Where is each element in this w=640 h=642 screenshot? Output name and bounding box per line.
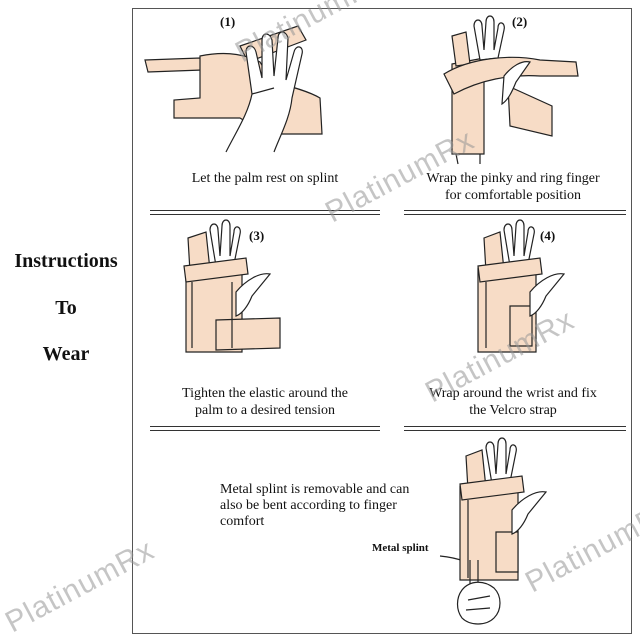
step-3-caption-line2: palm to a desired tension (195, 403, 335, 418)
divider-row1-right (404, 210, 626, 215)
step-1-illustration (144, 25, 323, 153)
step-4-caption-line2: the Velcro strap (469, 403, 557, 418)
step-2-number: (2) (512, 14, 528, 29)
instruction-frame (132, 8, 632, 634)
step-4-caption-line1: Wrap around the wrist and fix (429, 386, 597, 401)
divider-row2-right (404, 426, 626, 431)
divider-row2-left (150, 426, 380, 431)
step-4-number: (4) (540, 228, 556, 243)
step-3-number: (3) (249, 228, 265, 243)
title-to: To (55, 297, 77, 319)
step-2-caption-line2: for comfortable position (444, 188, 582, 203)
note-line1: Metal splint is removable and can (220, 482, 410, 497)
step-1-number: (1) (220, 14, 236, 29)
metal-splint-illustration (439, 437, 548, 625)
step-3-caption-line1: Tighten the elastic around the (182, 386, 348, 401)
step-2-caption-line1: Wrap the pinky and ring finger (426, 171, 600, 186)
title-wear: Wear (42, 343, 90, 365)
title-instructions: Instructions (14, 250, 118, 272)
note-line3: comfort (220, 514, 265, 529)
step-4-caption: Wrap around the wrist and fix the Velcro… (398, 385, 628, 419)
step-2-caption: Wrap the pinky and ring finger for comfo… (398, 170, 628, 204)
note-line2: also be bent according to finger (220, 498, 397, 513)
metal-splint-note: Metal splint is removable and can also b… (220, 482, 450, 530)
step-1-caption: Let the palm rest on splint (150, 170, 380, 187)
step-2-illustration (443, 15, 579, 165)
step-1-caption-line1: Let the palm rest on splint (191, 171, 339, 186)
divider-row1-left (150, 210, 380, 215)
step-4-illustration (477, 219, 566, 353)
metal-splint-callout: Metal splint (372, 542, 429, 554)
step-3-caption: Tighten the elastic around the palm to a… (150, 385, 380, 419)
step-3-illustration (183, 219, 281, 353)
